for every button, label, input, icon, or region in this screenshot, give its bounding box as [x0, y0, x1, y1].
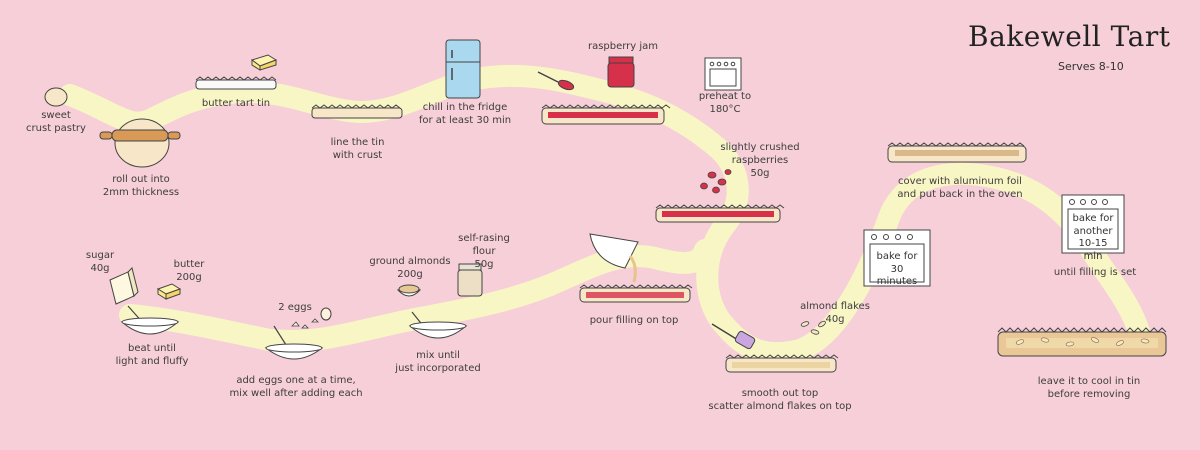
rolling-pin-icon [99, 118, 181, 168]
tart-tin-icon [195, 76, 277, 90]
finished-tart-icon [997, 327, 1167, 357]
step-eggs: 2 eggs [278, 302, 312, 313]
dough-ball-icon [44, 87, 68, 107]
bowl-whisk-icon [120, 305, 180, 335]
bowl-whisk-2-icon [264, 325, 324, 360]
oven-text-30: bake for 30 minutes [876, 251, 918, 287]
butter-block-icon [156, 283, 182, 300]
step-butter: butter 200g [173, 259, 205, 283]
step-line-tin: line the tin with crust [330, 137, 385, 161]
step-chill: chill in the fridge for at least 30 min [418, 102, 512, 126]
step-raspberry-jam: raspberry jam [587, 41, 659, 52]
step-mix: mix until just incorporated [395, 350, 481, 374]
step-smooth: smooth out top scatter almond flakes on … [708, 388, 852, 412]
step-raspberries: slightly crushed raspberries 50g [720, 142, 800, 179]
flour-jar-icon [457, 263, 483, 297]
tart-tin-foil-icon [887, 142, 1027, 163]
step-sugar: sugar 40g [85, 250, 115, 274]
recipe-path [59, 64, 1151, 365]
serves-label: Serves 8-10 [1058, 60, 1124, 73]
fridge-icon [445, 39, 481, 99]
tart-tin-raspberry-icon [655, 204, 785, 223]
bowl-whisk-3-icon [408, 311, 468, 339]
step-beat: beat until light and fluffy [115, 343, 189, 367]
step-cool: leave it to cool in tin before removing [1037, 376, 1141, 400]
almond-flake-icon [800, 320, 826, 335]
step-almond-flakes: almond flakes 40g [800, 301, 870, 325]
step-sweet-pastry: sweet crust pastry [26, 110, 86, 134]
page-title: Bakewell Tart [968, 20, 1171, 53]
step-cover-foil: cover with aluminum foil and put back in… [897, 176, 1023, 200]
tart-tin-jam-icon [541, 104, 671, 125]
jam-jar-icon [607, 56, 635, 88]
step-butter-tin: butter tart tin [201, 98, 271, 109]
sugar-bag-icon [109, 267, 139, 305]
pouring-bowl-icon [589, 233, 639, 283]
egg-icon [291, 307, 332, 329]
oven-large-icon [1061, 194, 1125, 254]
step-add-eggs: add eggs one at a time, mix well after a… [229, 375, 363, 399]
butter-icon [250, 54, 278, 71]
raspberry-icon [700, 169, 732, 194]
step-roll-out: roll out into 2mm thickness [102, 174, 180, 198]
step-pour: pour filling on top [589, 315, 679, 326]
almond-bowl-icon [396, 284, 422, 297]
step-flour: self-rasing flour 50g [458, 233, 510, 270]
tart-tin-filled-icon [579, 284, 693, 303]
spoon-icon [537, 71, 575, 91]
oven-text-another: bake for another 10-15 min [1072, 213, 1114, 262]
step-ground-almonds: ground almonds 200g [369, 256, 451, 280]
tart-tin-lined-icon [311, 104, 403, 119]
oven-icon [704, 57, 742, 91]
oven-bake-icon [863, 229, 931, 287]
step-preheat: preheat to 180°C [698, 91, 752, 115]
spatula-icon [711, 323, 756, 350]
tart-tin-almond-icon [725, 354, 839, 373]
step-until-set: until filling is set [1053, 267, 1137, 278]
